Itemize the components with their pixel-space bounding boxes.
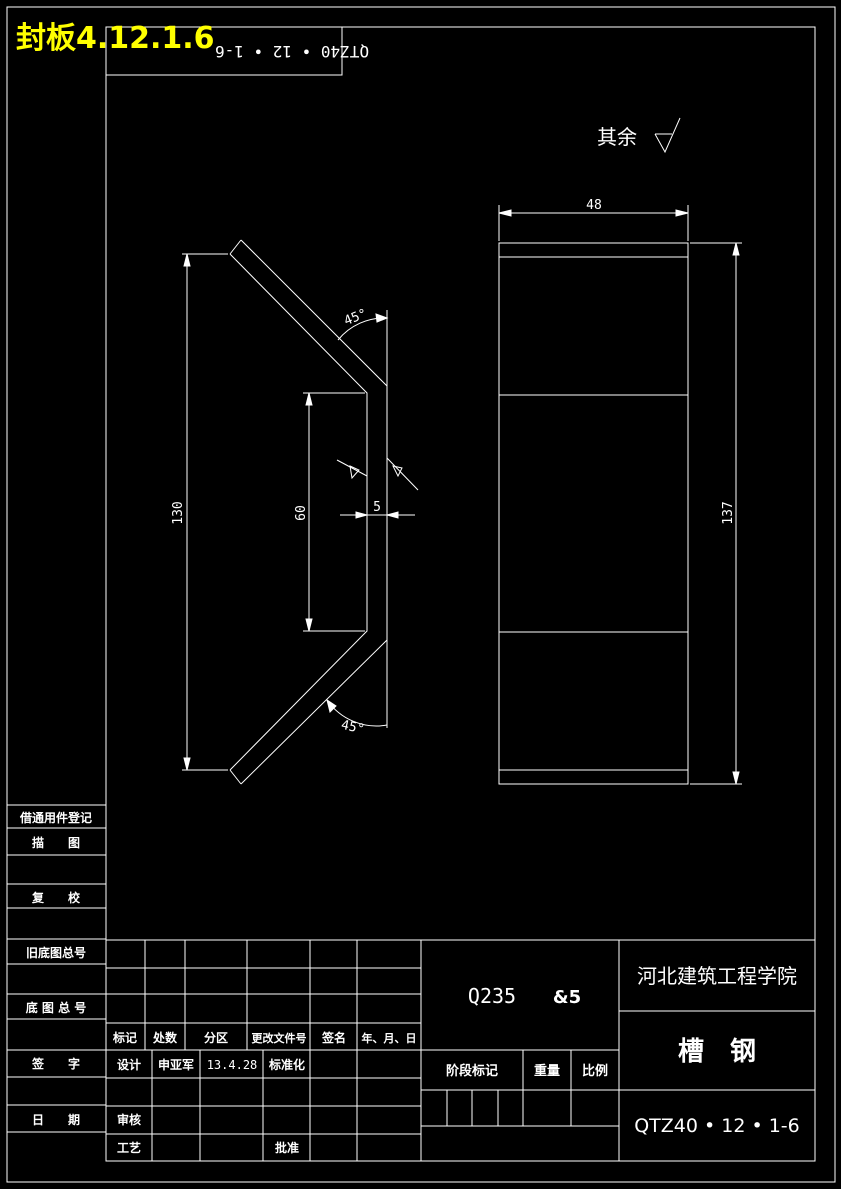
material: Q235 [468, 984, 516, 1008]
roughness-symbol-icon [654, 117, 681, 154]
col-date: 年、月、日 [362, 1031, 417, 1045]
row-design: 设计 [117, 1057, 141, 1072]
scale: 比例 [582, 1063, 608, 1079]
date-label: 日 期 [32, 1112, 80, 1127]
base-drawing-no-label: 底 图 总 号 [26, 1000, 87, 1015]
col-count: 处数 [152, 1030, 178, 1045]
title-block-grid [106, 939, 815, 1161]
designer-name: 申亚军 [158, 1057, 194, 1072]
old-drawing-no-label: 旧底图总号 [26, 945, 86, 960]
outer-border [6, 6, 836, 1183]
row-process: 工艺 [117, 1140, 141, 1155]
recheck-label: 复 校 [31, 890, 81, 905]
standardization: 标准化 [268, 1057, 305, 1072]
inner-frame [105, 26, 816, 1162]
side-view-outline [498, 242, 689, 785]
col-signature: 签名 [321, 1030, 346, 1045]
approval: 批准 [275, 1140, 299, 1155]
col-change-doc: 更改文件号 [252, 1031, 307, 1045]
stage-mark: 阶段标记 [446, 1063, 498, 1079]
dim-height: 137 [721, 501, 736, 524]
drawing-code: QTZ40 • 12 • 1-6 [634, 1115, 800, 1137]
sign-label: 签 字 [31, 1056, 80, 1071]
angle-bottom: 45° [340, 718, 366, 738]
dim-total-height: 130 [171, 501, 186, 524]
top-code-box [106, 27, 343, 76]
thickness-mark: &5 [553, 987, 581, 1008]
angle-top: 45° [342, 306, 369, 329]
top-code-mirrored: QTZ40 • 12 • 1-6 [215, 42, 369, 61]
part-name: 槽 钢 [678, 1037, 756, 1067]
front-view-dimensions [182, 253, 419, 771]
school-name: 河北建筑工程学院 [637, 964, 797, 988]
design-date: 13.4.28 [207, 1058, 258, 1072]
borrow-register-label: 借通用件登记 [19, 810, 92, 825]
front-view-outline [229, 239, 388, 785]
dim-inner-height: 60 [294, 505, 309, 521]
col-zone: 分区 [204, 1030, 228, 1045]
roughness-note: 其余 [597, 125, 637, 149]
col-mark: 标记 [112, 1030, 137, 1045]
left-sidebar-grid [7, 804, 106, 1133]
weight: 重量 [534, 1063, 560, 1079]
side-view-dimensions [498, 205, 742, 785]
dim-width: 48 [586, 198, 602, 213]
row-review: 审核 [117, 1112, 141, 1127]
overlay-title: 封板4.12.1.6 [16, 21, 215, 56]
dim-thickness: 5 [373, 500, 381, 515]
trace-label: 描 图 [32, 835, 80, 850]
